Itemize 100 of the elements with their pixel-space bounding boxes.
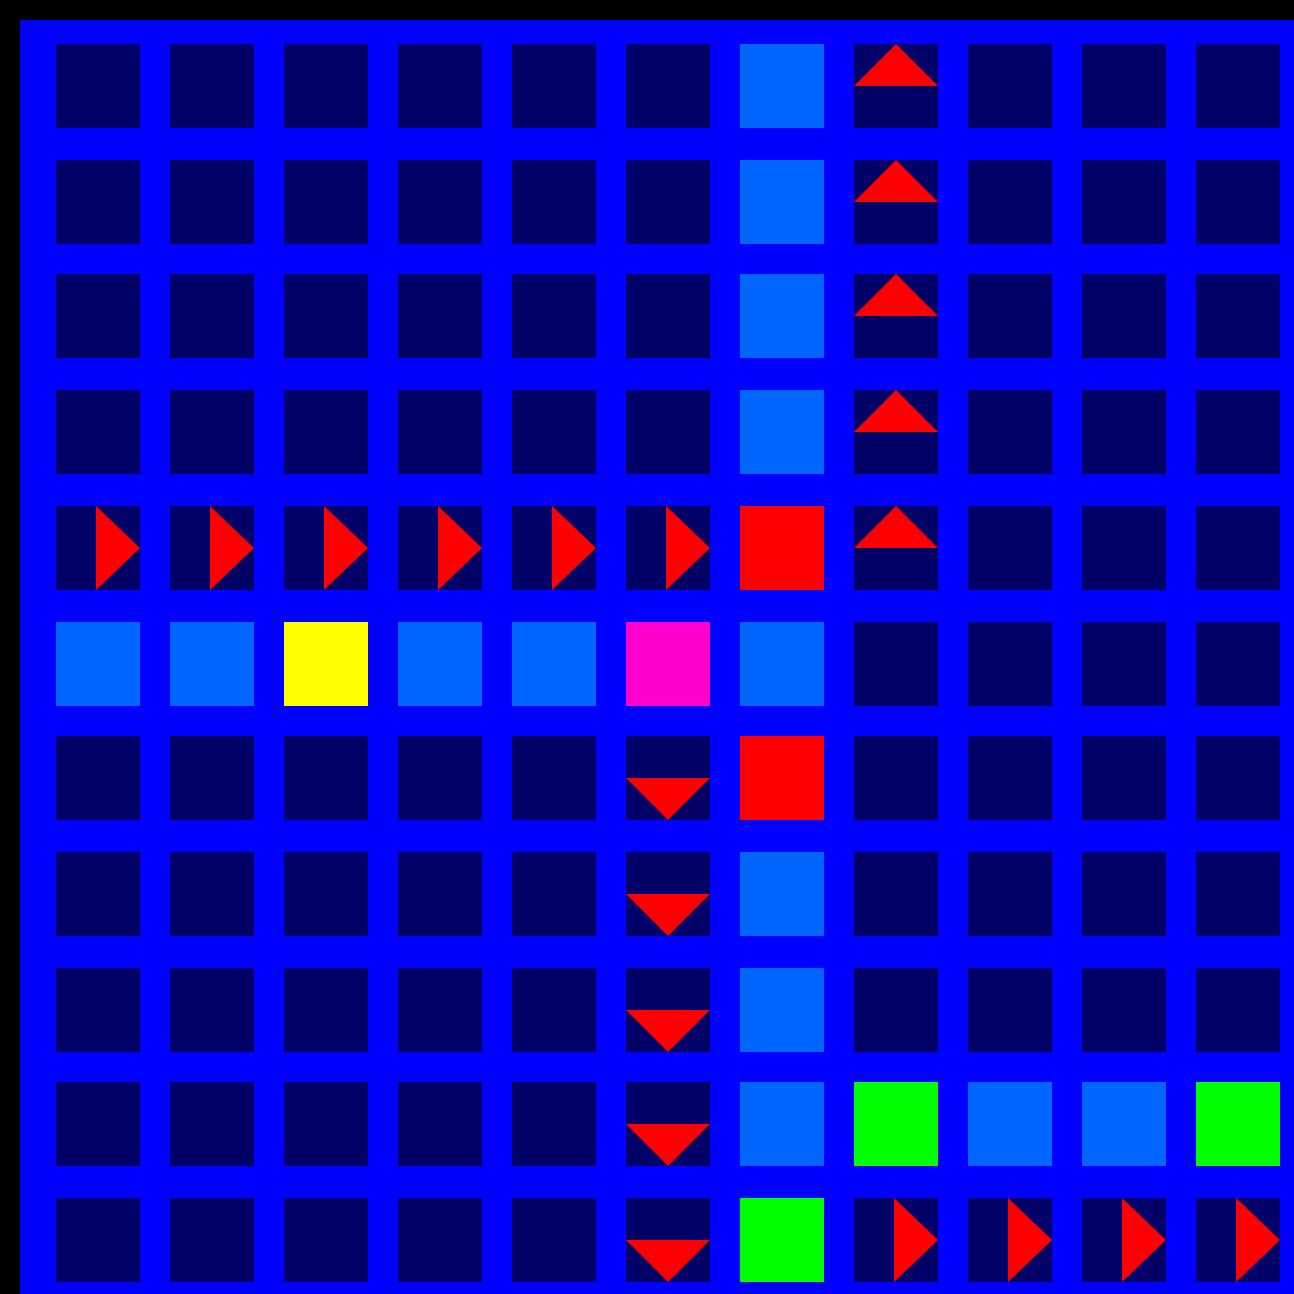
arrow-cell bbox=[56, 505, 140, 590]
highlighted-cell bbox=[740, 505, 824, 590]
grid-cell bbox=[1082, 390, 1166, 475]
highlighted-cell bbox=[1082, 1082, 1166, 1167]
highlighted-cell bbox=[740, 1198, 824, 1282]
highlighted-cell bbox=[740, 967, 824, 1052]
grid-cell bbox=[56, 390, 140, 475]
highlighted-cell bbox=[968, 1082, 1052, 1167]
arrow-cell bbox=[170, 505, 254, 590]
grid-cell bbox=[512, 159, 596, 244]
grid-cell bbox=[398, 1198, 482, 1282]
highlighted-cell bbox=[740, 851, 824, 936]
grid-cell bbox=[284, 274, 368, 359]
grid-cell bbox=[398, 274, 482, 359]
grid-cell bbox=[56, 159, 140, 244]
grid-cell bbox=[1082, 736, 1166, 821]
grid-cell bbox=[284, 967, 368, 1052]
grid-cell bbox=[284, 736, 368, 821]
grid-cell bbox=[398, 736, 482, 821]
grid-cell bbox=[1196, 621, 1280, 705]
grid-cell bbox=[1196, 736, 1280, 821]
grid-cell bbox=[512, 1198, 596, 1282]
grid-cell bbox=[170, 736, 254, 821]
grid-cell bbox=[56, 736, 140, 821]
arrow-cell bbox=[626, 967, 710, 1052]
grid-cell bbox=[854, 851, 938, 936]
arrow-cell bbox=[854, 390, 938, 475]
grid-cell bbox=[1196, 505, 1280, 590]
arrow-cell bbox=[968, 1198, 1052, 1282]
arrow-cell bbox=[854, 44, 938, 128]
grid-cell bbox=[284, 44, 368, 128]
grid-cell bbox=[968, 621, 1052, 705]
grid-cell bbox=[398, 390, 482, 475]
grid-cell bbox=[170, 967, 254, 1052]
grid-cell bbox=[284, 1082, 368, 1167]
grid-cell bbox=[398, 159, 482, 244]
grid-cell bbox=[968, 505, 1052, 590]
grid-cell bbox=[1196, 390, 1280, 475]
highlighted-cell bbox=[398, 621, 482, 705]
grid-cell bbox=[1196, 44, 1280, 128]
arrow-cell bbox=[626, 851, 710, 936]
grid-cell bbox=[56, 274, 140, 359]
arrow-cell bbox=[284, 505, 368, 590]
arrow-cell bbox=[854, 1198, 938, 1282]
highlighted-cell bbox=[170, 621, 254, 705]
grid-cell bbox=[170, 851, 254, 936]
grid-cell bbox=[626, 159, 710, 244]
arrow-cell bbox=[854, 505, 938, 590]
grid-cell bbox=[56, 851, 140, 936]
grid-cell bbox=[968, 967, 1052, 1052]
grid-cell bbox=[512, 736, 596, 821]
grid-cell bbox=[398, 967, 482, 1052]
arrow-cell bbox=[626, 1082, 710, 1167]
grid-cell bbox=[626, 274, 710, 359]
highlighted-cell bbox=[740, 159, 824, 244]
highlighted-cell bbox=[740, 1082, 824, 1167]
grid-cell bbox=[170, 390, 254, 475]
grid-cell bbox=[968, 159, 1052, 244]
highlighted-cell bbox=[626, 621, 710, 705]
grid-cell bbox=[398, 851, 482, 936]
grid-cell bbox=[284, 159, 368, 244]
grid-cell bbox=[170, 159, 254, 244]
grid-cell bbox=[854, 967, 938, 1052]
grid-cell bbox=[1082, 621, 1166, 705]
grid-cell bbox=[968, 274, 1052, 359]
highlighted-cell bbox=[284, 621, 368, 705]
arrow-cell bbox=[1196, 1198, 1280, 1282]
highlighted-cell bbox=[740, 736, 824, 821]
grid-cell bbox=[1196, 967, 1280, 1052]
highlighted-cell bbox=[1196, 1082, 1280, 1167]
grid-cell bbox=[1082, 967, 1166, 1052]
grid-cell bbox=[284, 390, 368, 475]
grid-cell bbox=[1196, 851, 1280, 936]
arrow-cell bbox=[1082, 1198, 1166, 1282]
grid-cell bbox=[854, 736, 938, 821]
arrow-cell bbox=[626, 505, 710, 590]
highlighted-cell bbox=[740, 621, 824, 705]
grid-cell bbox=[512, 390, 596, 475]
arrow-cell bbox=[626, 736, 710, 821]
grid-cell bbox=[968, 851, 1052, 936]
grid-cell bbox=[512, 851, 596, 936]
grid-cell bbox=[56, 1082, 140, 1167]
grid-cell bbox=[170, 1082, 254, 1167]
grid-cell bbox=[1082, 274, 1166, 359]
grid-cell bbox=[512, 44, 596, 128]
grid-cell bbox=[968, 736, 1052, 821]
highlighted-cell bbox=[740, 44, 824, 128]
grid-cell bbox=[512, 1082, 596, 1167]
highlighted-cell bbox=[740, 274, 824, 359]
highlighted-cell bbox=[854, 1082, 938, 1167]
grid-cell bbox=[170, 274, 254, 359]
grid-cell bbox=[512, 274, 596, 359]
highlighted-cell bbox=[56, 621, 140, 705]
grid-cell bbox=[284, 1198, 368, 1282]
grid-cell bbox=[170, 1198, 254, 1282]
highlighted-cell bbox=[740, 390, 824, 475]
grid-cell bbox=[1082, 851, 1166, 936]
arrow-cell bbox=[854, 159, 938, 244]
arrow-cell bbox=[854, 274, 938, 359]
grid-cell bbox=[626, 390, 710, 475]
